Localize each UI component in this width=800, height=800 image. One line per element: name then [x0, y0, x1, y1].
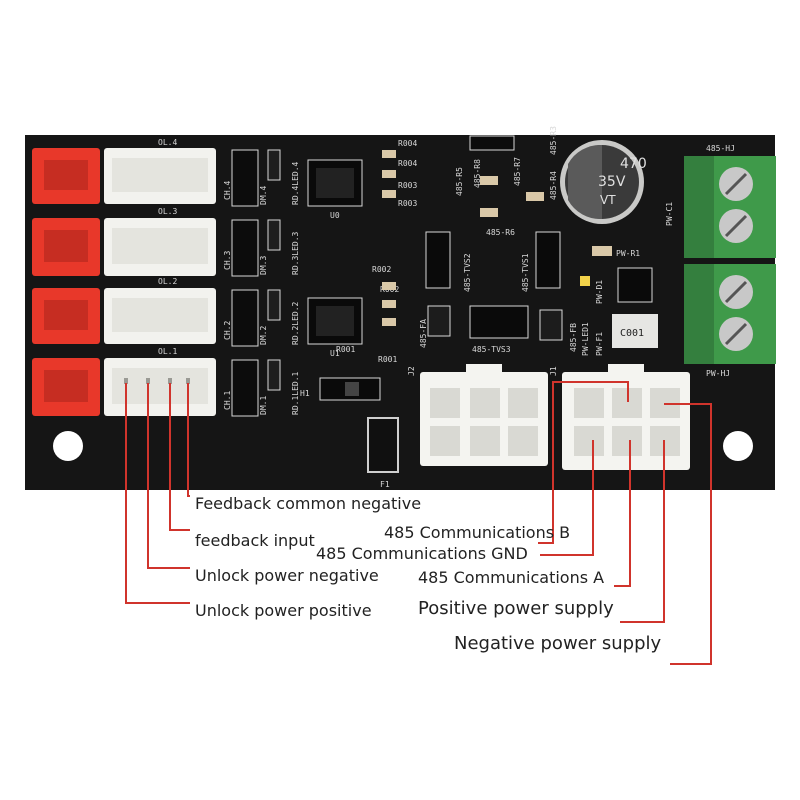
svg-text:PW-LED1: PW-LED1 [581, 322, 590, 356]
label-feedback-common-negative: Feedback common negative [195, 494, 422, 513]
dm-label-2: DM.2 [259, 326, 268, 345]
channel-components: CH.4 CH.3 CH.2 CH.1 DM.4 DM.3 DM.2 DM.1 … [223, 149, 300, 417]
connector-label-4: OL.4 [158, 138, 177, 147]
svg-text:J2: J2 [407, 366, 416, 376]
channel-label-4: CH.4 [223, 181, 232, 200]
label-comm-gnd: 485 Communications GND [316, 544, 528, 563]
connector-label-2: OL.2 [158, 277, 177, 286]
leader-positive-power [620, 440, 665, 623]
dm-label-1: DM.1 [259, 396, 268, 415]
led-label-4: RD.4LED.4 [291, 161, 300, 205]
leader-unlock-power-negative [147, 383, 190, 569]
svg-text:VT: VT [600, 193, 616, 207]
connector-j1: J1 [549, 364, 690, 470]
svg-text:485-TVS1: 485-TVS1 [521, 253, 530, 292]
ic-u0: U0 [307, 159, 363, 220]
svg-text:470: 470 [620, 156, 647, 172]
label-comm-a: 485 Communications A [418, 568, 605, 587]
connector-j2: J2 [407, 364, 548, 466]
terminal-block-485: 485-HJ [684, 144, 776, 258]
svg-text:R001: R001 [336, 345, 355, 354]
svg-text:485-FA: 485-FA [419, 319, 428, 348]
svg-text:PW-F1: PW-F1 [595, 332, 604, 356]
svg-text:R004: R004 [398, 139, 417, 148]
svg-text:485-TVS2: 485-TVS2 [463, 253, 472, 292]
svg-text:PW-HJ: PW-HJ [706, 369, 730, 378]
mounting-hole-left [53, 431, 83, 461]
rs485-section: 485-R5 485-R8 485-R7 485-R6 485-R4 485-R… [419, 126, 578, 354]
svg-text:R003: R003 [398, 199, 417, 208]
led-label-3: RD.3LED.3 [291, 231, 300, 275]
led-label-2: RD.2LED.2 [291, 301, 300, 345]
connector-row-1: OL.1 [32, 347, 216, 416]
label-comm-b: 485 Communications B [384, 523, 571, 542]
svg-text:485-HJ: 485-HJ [706, 144, 735, 153]
leader-feedback-input [169, 383, 190, 531]
label-unlock-power-positive: Unlock power positive [195, 601, 372, 620]
tvs2-component [425, 231, 451, 289]
label-negative-power-supply: Negative power supply [454, 633, 662, 654]
channel-label-1: CH.1 [223, 391, 232, 410]
connector-label-1: OL.1 [158, 347, 177, 356]
svg-text:J1: J1 [549, 366, 558, 376]
svg-text:485-R5: 485-R5 [455, 167, 464, 196]
svg-text:PW-R1: PW-R1 [616, 249, 640, 258]
svg-text:485-R6: 485-R6 [486, 228, 515, 237]
svg-text:R003: R003 [398, 181, 417, 190]
svg-text:485-TVS3: 485-TVS3 [472, 345, 511, 354]
connector-label-3: OL.3 [158, 207, 177, 216]
svg-text:485-R7: 485-R7 [513, 157, 522, 186]
leader-unlock-power-positive [125, 383, 190, 604]
svg-text:35V: 35V [598, 174, 626, 190]
power-components: PW-R1 PW-D1 C001 PW-LED1 PW-F1 [580, 246, 658, 356]
capacitor: 470 35V VT [560, 140, 647, 224]
svg-text:R004: R004 [398, 159, 417, 168]
svg-text:485-FB: 485-FB [569, 323, 578, 352]
leader-lines [125, 381, 712, 665]
channel-label-3: CH.3 [223, 251, 232, 270]
tvs1-component [535, 231, 561, 289]
ic-u1: U1 [307, 297, 363, 358]
label-unlock-power-negative: Unlock power negative [195, 566, 379, 585]
dm-label-4: DM.4 [259, 186, 268, 205]
connector-row-3: OL.3 [32, 207, 216, 276]
connector-1-pins [124, 378, 190, 384]
leader-comm-gnd [540, 440, 594, 556]
svg-text:R002: R002 [372, 265, 391, 274]
connector-row-2: OL.2 [32, 277, 216, 344]
leader-feedback-common-negative [187, 383, 190, 497]
fuse-f1: F1 [367, 417, 399, 489]
channel-label-2: CH.2 [223, 321, 232, 340]
svg-text:F1: F1 [380, 480, 390, 489]
svg-text:485-R8: 485-R8 [473, 159, 482, 188]
leader-comm-a [614, 440, 631, 587]
connector-row-4: OL.4 [32, 138, 216, 204]
label-positive-power-supply: Positive power supply [418, 598, 614, 619]
svg-text:R001: R001 [378, 355, 397, 364]
dm-label-3: DM.3 [259, 256, 268, 275]
jumper-h1: H1 [300, 377, 381, 401]
svg-text:H1: H1 [300, 389, 310, 398]
svg-text:C001: C001 [620, 328, 644, 339]
mounting-hole-right [723, 431, 753, 461]
leader-comm-b [538, 381, 629, 544]
svg-text:U0: U0 [330, 211, 340, 220]
resistor-group: R004 R004 R003 R003 R002 R002 R001 R001 [336, 139, 417, 364]
terminal-block-power: PW-HJ [684, 264, 776, 378]
svg-text:485-R3: 485-R3 [549, 126, 558, 155]
svg-text:PW-D1: PW-D1 [595, 280, 604, 304]
svg-text:U1: U1 [330, 349, 340, 358]
led-label-1: RD.1LED.1 [291, 371, 300, 415]
label-feedback-input: feedback input [195, 531, 315, 550]
leader-negative-power [664, 403, 712, 665]
pw-c1-label: PW-C1 [665, 202, 674, 226]
svg-text:485-R4: 485-R4 [549, 171, 558, 200]
